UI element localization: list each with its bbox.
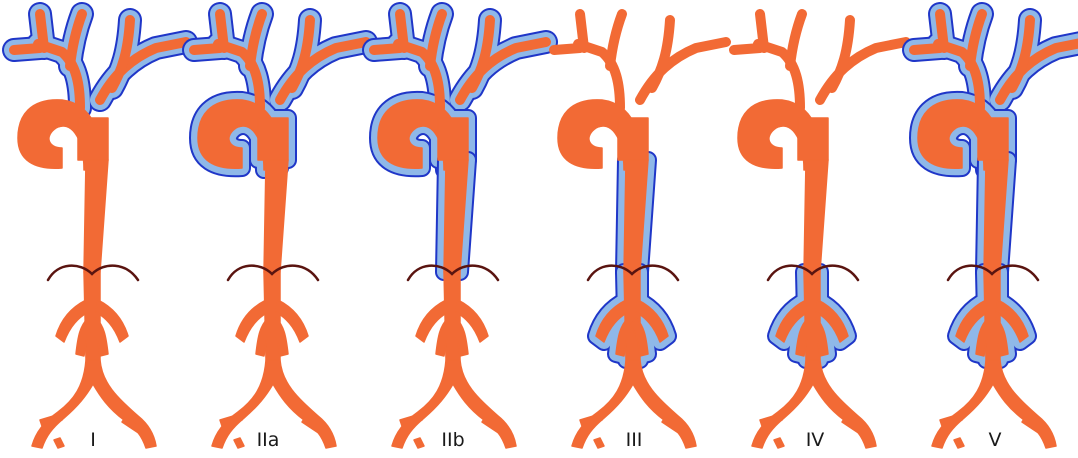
aorta-segment	[804, 160, 828, 272]
panel-i	[14, 14, 186, 448]
arch-branch-vessels	[14, 14, 186, 108]
type-label-iii: III	[626, 429, 643, 451]
aorta-segment	[56, 272, 128, 360]
panel-v	[914, 14, 1078, 448]
aorta-segment	[84, 160, 108, 272]
type-label-iib: IIb	[441, 429, 464, 451]
panel-iia	[194, 14, 366, 448]
panel-iib	[374, 14, 546, 448]
aorta-segment	[264, 160, 288, 272]
aorta-segment	[416, 272, 488, 360]
type-label-iv: IV	[806, 429, 825, 451]
type-label-i: I	[90, 429, 96, 451]
type-label-iia: IIa	[257, 429, 280, 451]
aorta-segment	[236, 272, 308, 360]
panel-iv	[734, 14, 906, 448]
type-label-v: V	[989, 429, 1002, 451]
arch-branch-vessels	[734, 14, 906, 108]
panel-iii	[554, 14, 726, 448]
arch-branch-vessels	[554, 14, 726, 108]
